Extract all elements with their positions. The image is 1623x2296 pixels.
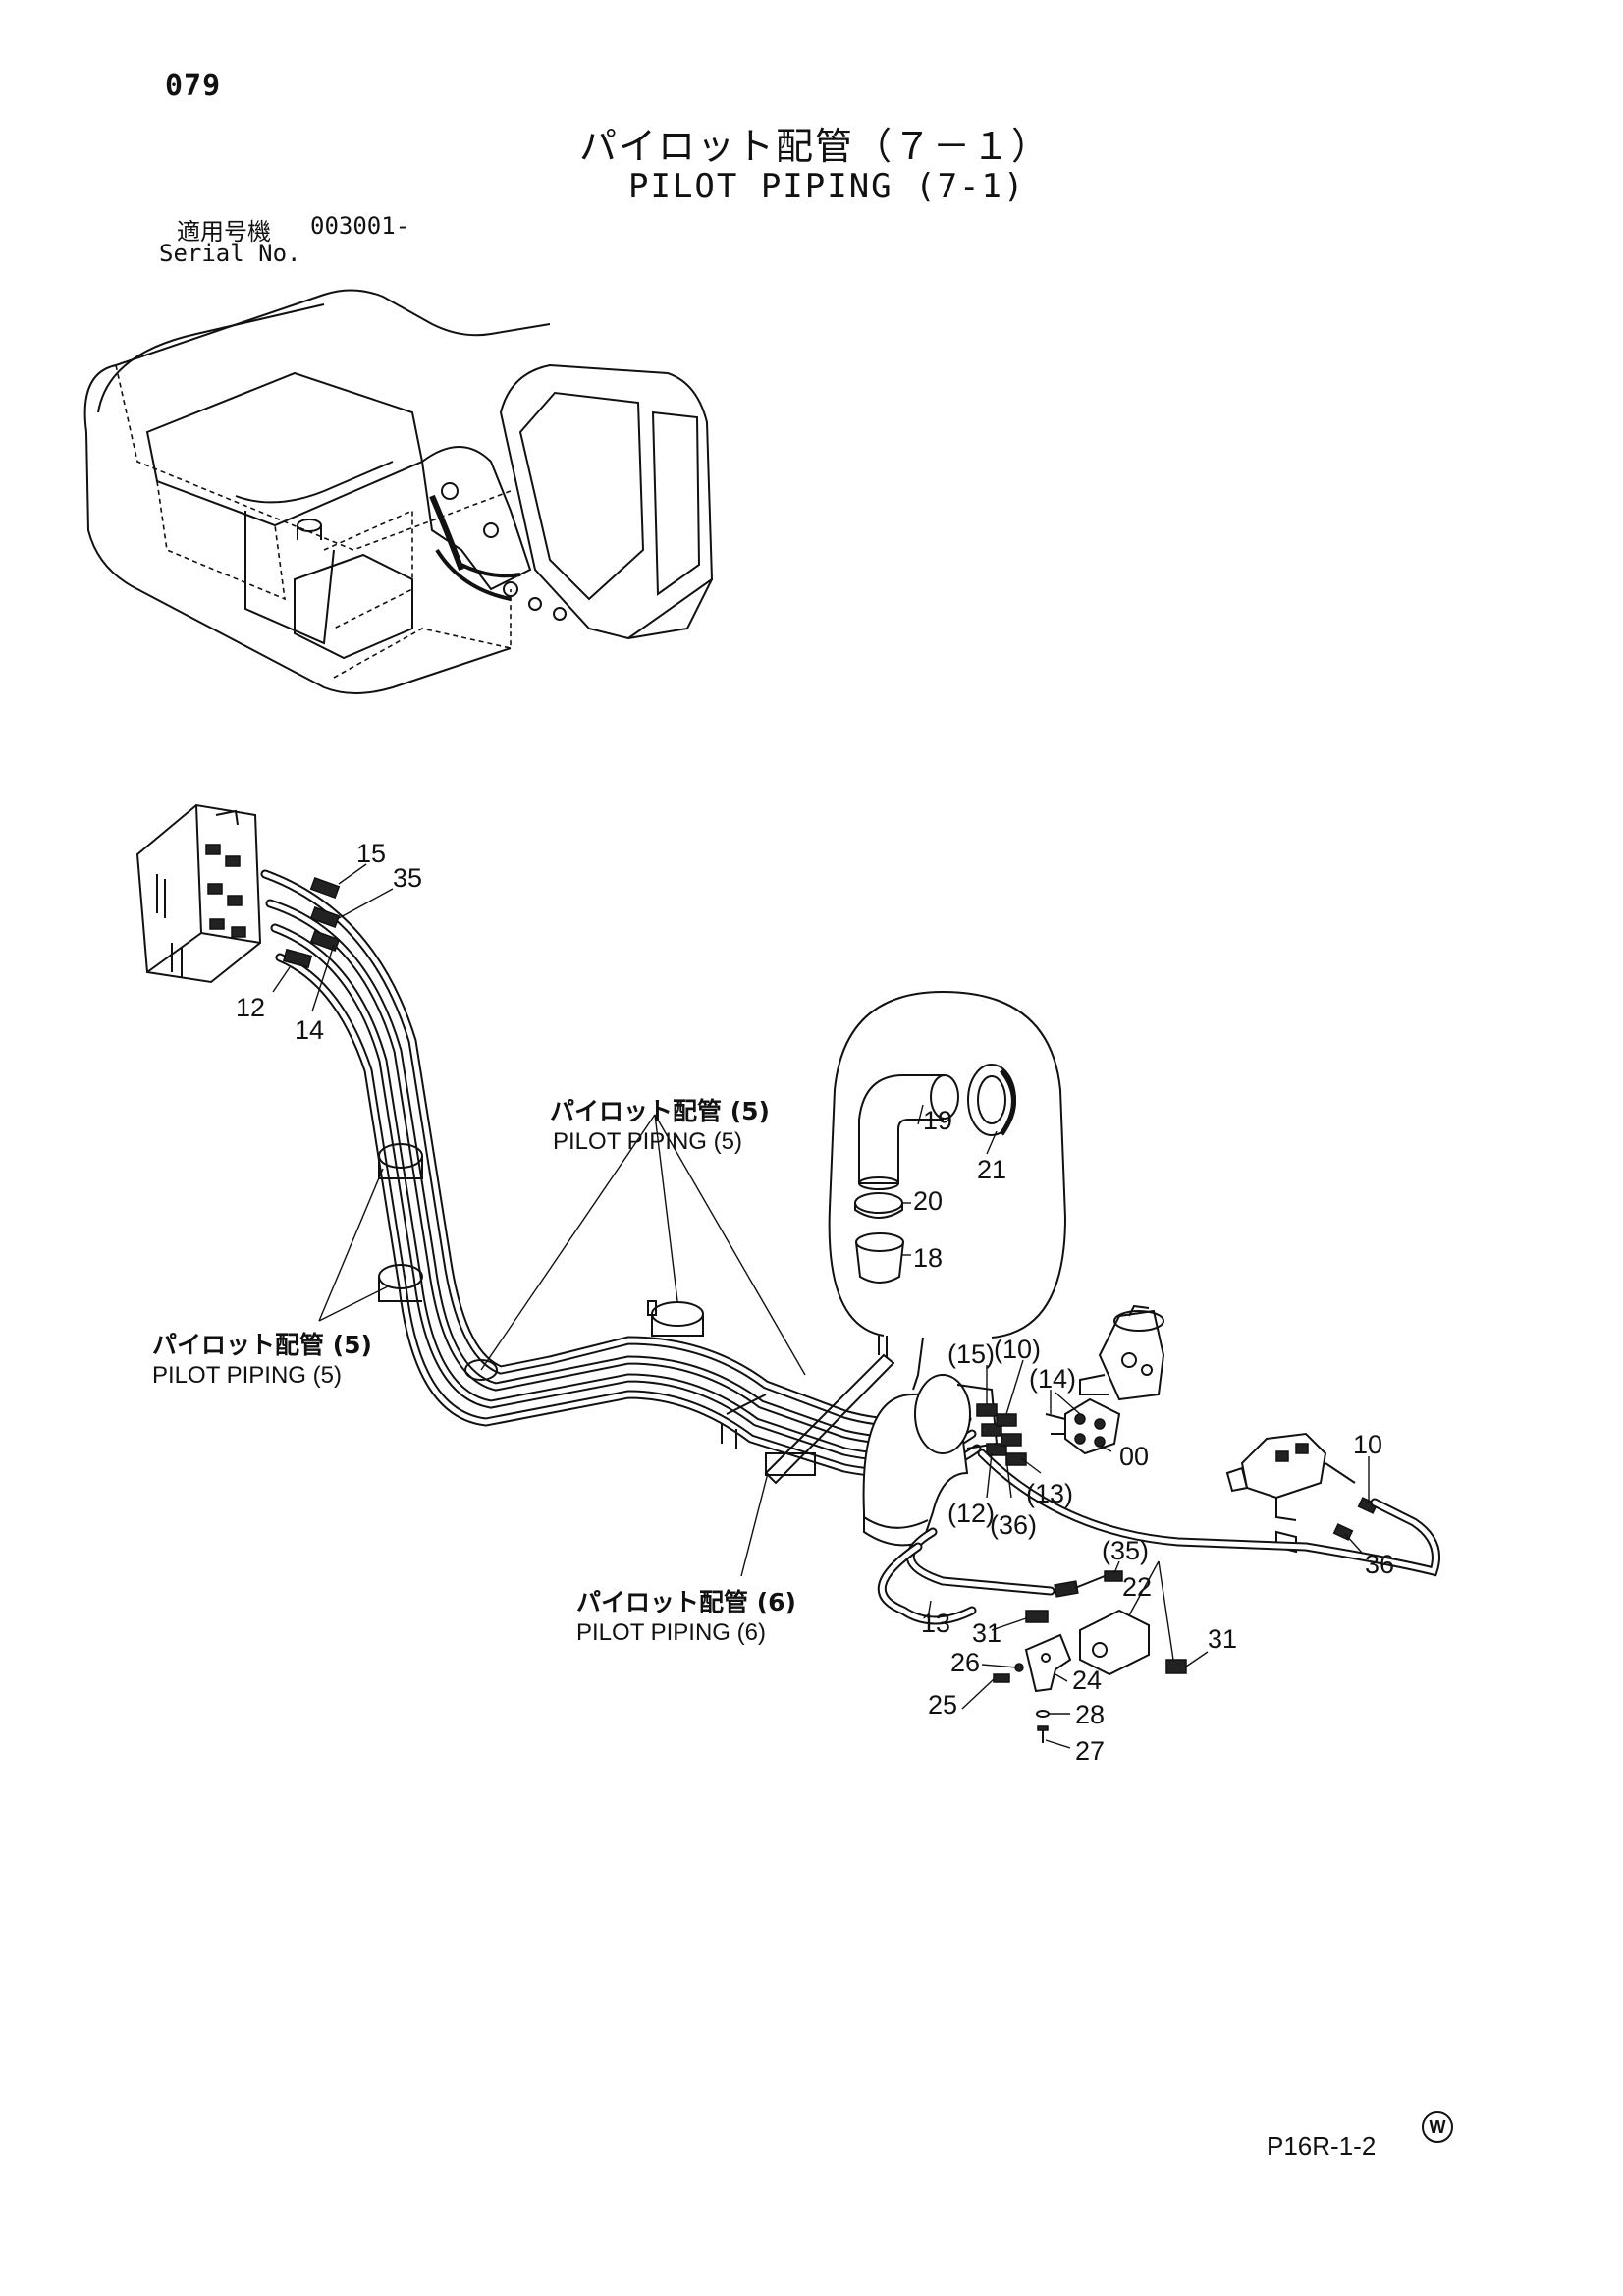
machine-overview-illustration [83, 289, 714, 694]
callout-10: 10 [1353, 1430, 1382, 1459]
callout-20: 20 [913, 1186, 943, 1216]
ref-pilot-piping-6-jp: パイロット配管 (6) [576, 1588, 796, 1616]
ref-pilot-piping-5-upper-en: PILOT PIPING (5) [553, 1128, 742, 1155]
ref-pilot-piping-6-en: PILOT PIPING (6) [576, 1619, 766, 1646]
callout-26: 26 [950, 1648, 980, 1677]
ref-pilot-piping-5-left-en: PILOT PIPING (5) [152, 1362, 342, 1389]
callout-13-ref: (13) [1026, 1479, 1073, 1508]
serial-number-value: 003001- [310, 212, 410, 240]
callout-31-right: 31 [1208, 1624, 1237, 1654]
lower-piping [877, 1527, 1187, 1743]
callout-12-ref: (12) [947, 1499, 995, 1528]
callout-14-ref: (14) [1029, 1364, 1076, 1394]
callout-36-ref: (36) [990, 1510, 1037, 1540]
title-japanese: パイロット配管（７－１） [579, 125, 1052, 168]
fitting-block [1045, 1397, 1121, 1455]
reference-labels: パイロット配管 (5) PILOT PIPING (5) パイロット配管 (5)… [152, 1097, 796, 1646]
title-english: PILOT PIPING (7-1) [628, 167, 1026, 206]
callout-31-left: 31 [972, 1618, 1001, 1648]
valve-right-far [977, 1432, 1440, 1577]
w-mark-icon: W [1422, 2111, 1453, 2143]
page-code: P16R-1-2 [1267, 2131, 1377, 2160]
ref-pilot-piping-5-upper-jp: パイロット配管 (5) [550, 1097, 770, 1125]
callout-35: 35 [393, 863, 422, 893]
callout-10-ref: (10) [994, 1335, 1041, 1364]
inset-detail [828, 990, 1067, 1391]
callout-24: 24 [1072, 1666, 1102, 1695]
page-number: 079 [165, 69, 222, 103]
callout-27: 27 [1075, 1736, 1105, 1766]
callout-12: 12 [236, 993, 265, 1022]
support-stay [721, 1336, 895, 1485]
pilot-valve-right [1079, 1304, 1165, 1401]
control-valve-block [135, 803, 262, 984]
callout-14: 14 [295, 1015, 324, 1045]
callout-28: 28 [1075, 1700, 1105, 1729]
callout-22: 22 [1122, 1572, 1152, 1602]
serial-label-japanese: 適用号機 [177, 218, 271, 246]
callout-21: 21 [977, 1155, 1006, 1184]
callout-36: 36 [1365, 1550, 1394, 1579]
callout-15: 15 [356, 839, 386, 868]
callout-19: 19 [923, 1106, 952, 1135]
callout-35-ref: (35) [1102, 1536, 1149, 1565]
callout-13: 13 [921, 1609, 950, 1638]
leader-lines [272, 863, 1370, 1749]
hose-clamps [378, 1143, 704, 1381]
swivel-elbow [862, 1374, 1027, 1547]
callout-25: 25 [928, 1690, 957, 1720]
callout-18: 18 [913, 1243, 943, 1273]
serial-label-english: Serial No. [159, 240, 301, 267]
callout-15-ref: (15) [947, 1339, 995, 1369]
ref-pilot-piping-5-left-jp: パイロット配管 (5) [152, 1331, 372, 1359]
callout-00: 00 [1119, 1442, 1149, 1471]
callout-labels: 15 35 12 14 19 21 20 18 (15) (10) (14) 0… [236, 839, 1394, 1766]
